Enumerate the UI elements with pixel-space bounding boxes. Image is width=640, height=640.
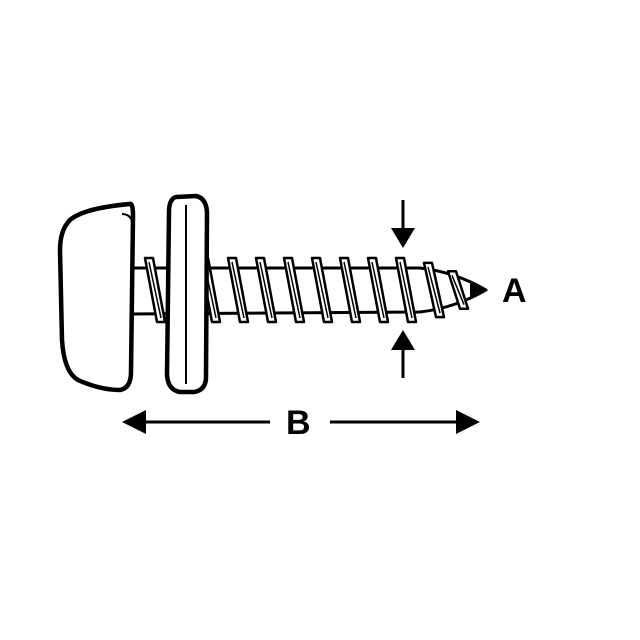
head-dome [57,201,136,393]
thread-shading [287,261,301,319]
arrow-a-bottom-head [391,330,415,350]
shank-threads [143,256,470,324]
label-b: B [286,404,311,442]
thread-shading [371,261,385,319]
thread-shading [231,261,245,319]
thread-shading [259,261,273,319]
thread-shading [451,275,465,305]
arrow-b-left-head [122,410,146,434]
thread-shading [427,266,441,314]
thread-shading [399,261,413,319]
thread-shading [315,261,329,319]
arrow-a-top-head [391,228,415,248]
thread-shading [343,261,357,319]
dimension-b: B [122,404,480,442]
arrow-b-right-head [456,410,480,434]
label-a: A [502,272,527,310]
screw-head [57,201,136,393]
washer [164,193,210,395]
head-rim [121,213,135,379]
thread-shading [148,261,162,319]
screw-shank [128,256,488,324]
dimension-a: A [391,200,527,378]
screw-tip [470,281,488,299]
